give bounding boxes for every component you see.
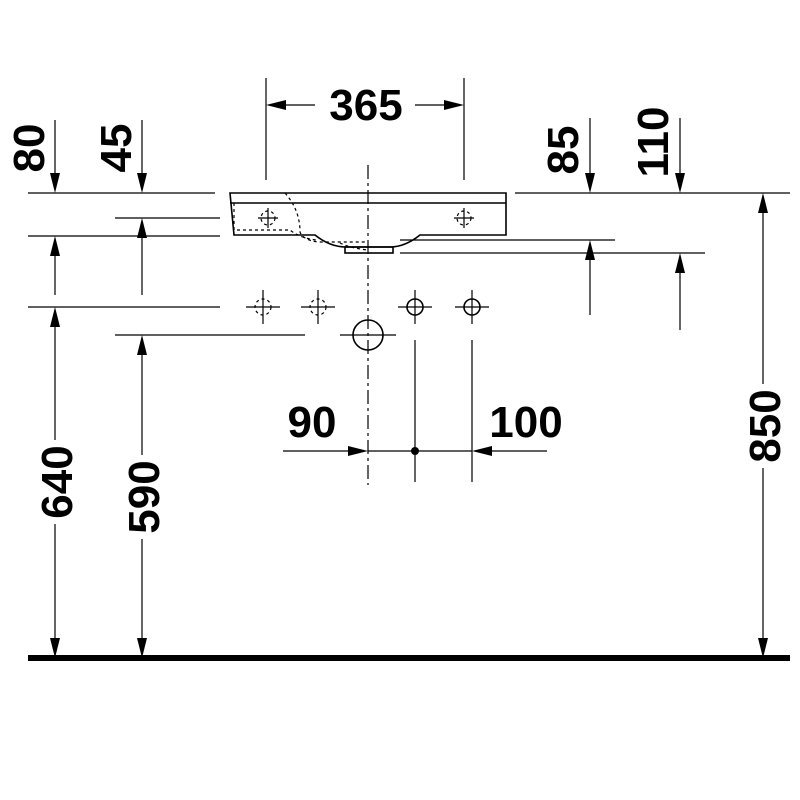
waste-outlet <box>344 246 394 254</box>
dim-590: 590 <box>117 335 169 658</box>
dim-640: 640 <box>30 307 82 658</box>
basin-tap-hole-right <box>454 208 474 228</box>
dim-640-label: 640 <box>33 445 82 518</box>
dim-100: 100 <box>415 398 563 456</box>
dim-45-label: 45 <box>92 124 141 173</box>
dim-90-label: 90 <box>288 398 337 447</box>
dim-365-label: 365 <box>329 81 402 130</box>
supply-connection-1 <box>246 290 280 324</box>
dim-850: 850 <box>738 193 790 658</box>
basin-hidden-bowl <box>284 192 368 243</box>
supply-connection-2 <box>301 290 335 324</box>
dim-110: 110 <box>629 107 685 330</box>
dim-110-label: 110 <box>629 107 678 178</box>
dim-45: 45 <box>92 120 147 295</box>
dim-90: 90 <box>283 398 419 456</box>
dim-590-label: 590 <box>120 460 169 533</box>
dim-365: 365 <box>266 81 464 130</box>
dim-100-label: 100 <box>489 398 562 447</box>
dim-85: 85 <box>539 118 595 315</box>
waste-connection <box>340 319 396 351</box>
basin-tap-hole-left <box>258 208 278 228</box>
dim-80: 80 <box>5 120 60 295</box>
dim-850-label: 850 <box>741 389 790 462</box>
supply-connection-3 <box>398 290 432 324</box>
supply-connection-4 <box>455 290 489 324</box>
dim-85-label: 85 <box>539 126 588 175</box>
basin-hidden-contour-left <box>233 203 317 241</box>
dim-80-label: 80 <box>5 124 54 173</box>
